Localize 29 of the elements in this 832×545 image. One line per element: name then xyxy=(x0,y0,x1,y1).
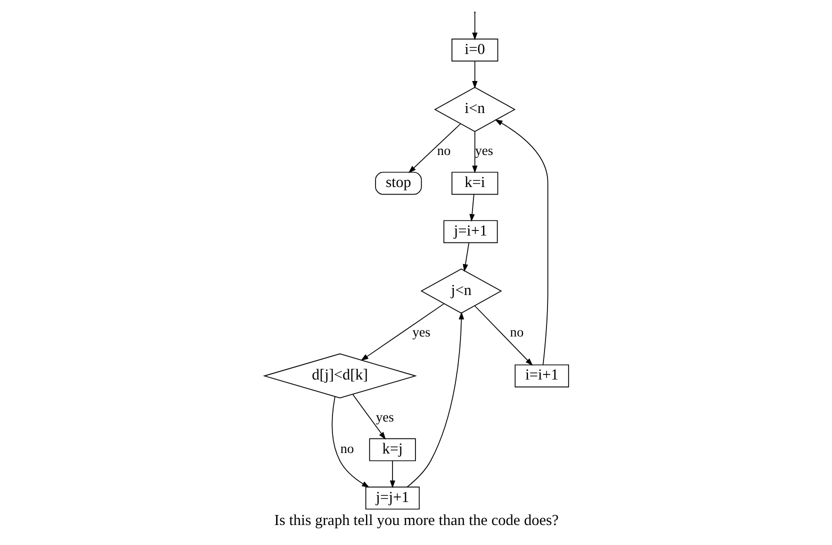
node-box: k=i xyxy=(451,172,498,195)
arrow xyxy=(408,123,460,174)
edge-label: yes xyxy=(375,410,394,425)
arrow xyxy=(472,60,478,89)
node-box: k=j xyxy=(368,438,416,462)
arrow xyxy=(462,242,469,272)
arrow xyxy=(389,460,395,488)
edge-label: no xyxy=(340,440,354,456)
arrow xyxy=(468,194,474,222)
node-diamond: i<n xyxy=(434,86,516,132)
node-box: j=j+1 xyxy=(364,486,420,510)
arrow xyxy=(472,131,478,174)
arrow xyxy=(472,12,478,40)
edge-label: yes xyxy=(474,143,493,158)
arrow xyxy=(406,312,464,488)
node-box: i=0 xyxy=(451,38,498,62)
arrow xyxy=(494,119,548,366)
node-diamond: j<n xyxy=(420,268,502,314)
arrow xyxy=(352,394,386,440)
node-box: stop xyxy=(374,172,422,195)
edge-label: no xyxy=(510,324,524,340)
node-box: i=i+1 xyxy=(514,364,569,388)
edge-label: yes xyxy=(412,324,430,340)
arrow xyxy=(360,303,444,361)
arrow xyxy=(331,396,370,488)
node-box: j=i+1 xyxy=(442,220,498,244)
edge-label: no xyxy=(436,143,450,158)
caption: Is this graph tell you more than the code does? xyxy=(274,512,558,529)
arrow xyxy=(474,306,532,366)
